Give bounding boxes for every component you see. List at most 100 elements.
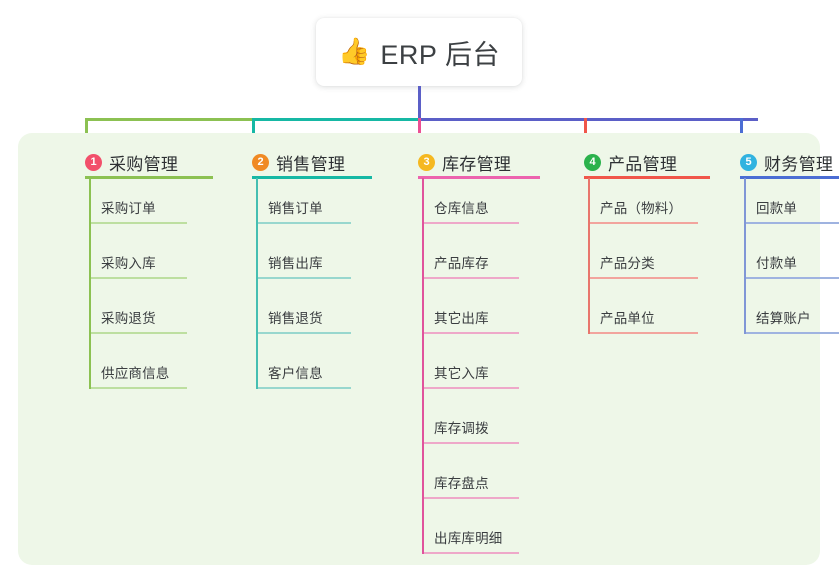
leaf-item-rule xyxy=(744,332,839,334)
leaf-item-rule xyxy=(422,442,519,444)
leaf-item[interactable]: 回款单 xyxy=(744,194,839,224)
leaf-item-label: 产品分类 xyxy=(600,256,655,271)
leaf-item[interactable]: 采购退货 xyxy=(89,304,187,334)
leaf-item[interactable]: 库存盘点 xyxy=(422,469,519,499)
leaf-item[interactable]: 供应商信息 xyxy=(89,359,187,389)
leaf-item-label: 采购订单 xyxy=(101,201,156,216)
stub-connector-2 xyxy=(252,118,255,146)
column-5: 5 财务管理回款单付款单结算账户 xyxy=(740,133,839,565)
column-spine-1 xyxy=(89,178,91,389)
column-spine-4 xyxy=(588,178,590,334)
leaf-item[interactable]: 产品单位 xyxy=(588,304,698,334)
column-4: 4 产品管理产品（物料） 产品分类产品单位 xyxy=(584,133,730,565)
column-title-5: 财务管理 xyxy=(764,155,834,174)
leaf-item-rule xyxy=(256,387,351,389)
leaf-item-label: 产品库存 xyxy=(434,256,489,271)
leaf-item-label: 销售出库 xyxy=(268,256,323,271)
leaf-item-rule xyxy=(422,222,519,224)
column-spine-5 xyxy=(744,178,746,334)
stub-connector-3 xyxy=(418,118,421,146)
bus-segment-3 xyxy=(418,118,758,121)
leaf-item-rule xyxy=(422,552,519,554)
leaf-item-rule xyxy=(89,277,187,279)
leaf-item[interactable]: 其它入库 xyxy=(422,359,519,389)
leaf-item-rule xyxy=(588,332,698,334)
column-header-2[interactable]: 2 销售管理 xyxy=(252,150,345,175)
leaf-item[interactable]: 仓库信息 xyxy=(422,194,519,224)
leaf-item-rule xyxy=(422,332,519,334)
leaf-item-label: 采购入库 xyxy=(101,256,156,271)
leaf-item[interactable]: 产品（物料） xyxy=(588,194,698,224)
leaf-item-rule xyxy=(89,332,187,334)
bus-segment-1 xyxy=(85,118,252,121)
column-header-5[interactable]: 5 财务管理 xyxy=(740,150,833,175)
trunk-connector xyxy=(418,86,421,119)
column-rule-5 xyxy=(740,176,839,179)
leaf-item-label: 出库库明细 xyxy=(434,531,503,546)
leaf-item-label: 结算账户 xyxy=(756,311,811,326)
leaf-item-rule xyxy=(256,222,351,224)
leaf-item-label: 其它出库 xyxy=(434,311,489,326)
column-badge-5: 5 xyxy=(740,154,757,171)
leaf-item-rule xyxy=(422,497,519,499)
column-header-3[interactable]: 3 库存管理 xyxy=(418,150,511,175)
leaf-item-label: 库存调拨 xyxy=(434,421,489,436)
bus-segment-2 xyxy=(252,118,418,121)
column-spine-3 xyxy=(422,178,424,554)
leaf-item-rule xyxy=(588,222,698,224)
leaf-item-label: 付款单 xyxy=(756,256,798,271)
leaf-item-label: 回款单 xyxy=(756,201,798,216)
leaf-item-label: 仓库信息 xyxy=(434,201,489,216)
column-spine-2 xyxy=(256,178,258,389)
leaf-item-rule xyxy=(744,222,839,224)
column-rule-4 xyxy=(584,176,710,179)
column-rule-1 xyxy=(85,176,213,179)
leaf-item[interactable]: 产品库存 xyxy=(422,249,519,279)
leaf-item[interactable]: 销售订单 xyxy=(256,194,351,224)
leaf-item[interactable]: 销售出库 xyxy=(256,249,351,279)
root-node-label: ERP 后台 xyxy=(380,39,500,70)
thumbs-up-icon: 👍 xyxy=(338,37,371,67)
leaf-item-label: 产品（物料） xyxy=(600,201,683,216)
leaf-item-rule xyxy=(89,387,187,389)
column-3: 3 库存管理仓库信息产品库存其它出库其它入库库存调拨库存盘点出库库明细 xyxy=(418,133,560,565)
column-badge-2: 2 xyxy=(252,154,269,171)
leaf-item-label: 销售退货 xyxy=(268,311,323,326)
leaf-item[interactable]: 其它出库 xyxy=(422,304,519,334)
column-title-4: 产品管理 xyxy=(608,155,678,174)
leaf-item-rule xyxy=(89,222,187,224)
leaf-item-rule xyxy=(422,387,519,389)
leaf-item[interactable]: 产品分类 xyxy=(588,249,698,279)
leaf-item[interactable]: 出库库明细 xyxy=(422,524,519,554)
leaf-item[interactable]: 结算账户 xyxy=(744,304,839,334)
column-2: 2 销售管理销售订单销售出库销售退货客户信息 xyxy=(252,133,392,565)
column-badge-1: 1 xyxy=(85,154,102,171)
column-title-3: 库存管理 xyxy=(442,155,512,174)
leaf-item[interactable]: 采购订单 xyxy=(89,194,187,224)
column-title-2: 销售管理 xyxy=(276,155,346,174)
leaf-item[interactable]: 库存调拨 xyxy=(422,414,519,444)
stub-connector-5 xyxy=(740,118,743,146)
leaf-item[interactable]: 付款单 xyxy=(744,249,839,279)
stub-connector-1 xyxy=(85,118,88,146)
column-rule-2 xyxy=(252,176,372,179)
leaf-item-label: 产品单位 xyxy=(600,311,655,326)
leaf-item-rule xyxy=(744,277,839,279)
root-node-card[interactable]: 👍 ERP 后台 xyxy=(316,18,522,86)
column-rule-3 xyxy=(418,176,540,179)
leaf-item-rule xyxy=(256,332,351,334)
leaf-item-label: 库存盘点 xyxy=(434,476,489,491)
leaf-item-label: 采购退货 xyxy=(101,311,156,326)
column-badge-4: 4 xyxy=(584,154,601,171)
column-badge-3: 3 xyxy=(418,154,435,171)
leaf-item[interactable]: 客户信息 xyxy=(256,359,351,389)
leaf-item-rule xyxy=(588,277,698,279)
leaf-item[interactable]: 采购入库 xyxy=(89,249,187,279)
column-header-4[interactable]: 4 产品管理 xyxy=(584,150,677,175)
leaf-item-rule xyxy=(422,277,519,279)
leaf-item-label: 客户信息 xyxy=(268,366,323,381)
leaf-item[interactable]: 销售退货 xyxy=(256,304,351,334)
